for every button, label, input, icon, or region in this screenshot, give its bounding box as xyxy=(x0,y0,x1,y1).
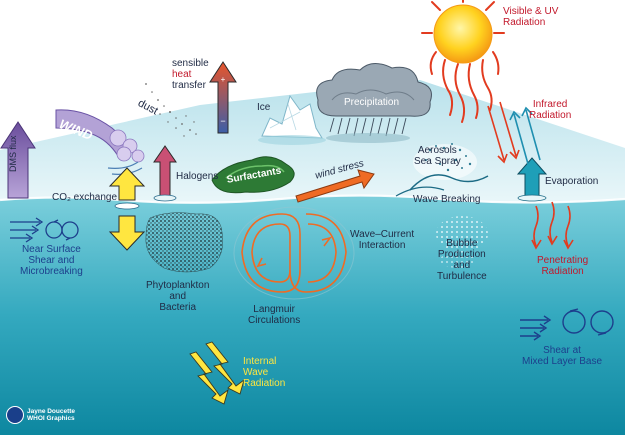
surfactants-highlight xyxy=(225,164,285,179)
co2-exchange-arrow-icon xyxy=(108,167,146,251)
sensible-heat-label: sensible heat transfer xyxy=(172,58,209,91)
near-surface-shear-icon xyxy=(10,217,79,243)
ice-icon xyxy=(258,94,326,145)
evaporation-label: Evaporation xyxy=(545,176,599,187)
internal-wave-arrows-icon xyxy=(189,341,245,405)
halogens-label: Halogens xyxy=(176,171,219,182)
penetrating-radiation-arrows-icon xyxy=(531,201,574,250)
sensible-heat-arrow-icon: + − xyxy=(209,61,237,134)
whoi-logo-icon xyxy=(6,406,24,424)
dust-particles-icon xyxy=(145,83,197,137)
precipitation-cloud-icon xyxy=(316,63,432,143)
dms-flux-label: DMS flux xyxy=(8,135,18,172)
surface-edge-line xyxy=(0,194,625,204)
svg-text:+: + xyxy=(221,75,226,84)
infrared-radiation-arrows-icon xyxy=(487,101,541,165)
dms-flux-arrow-icon xyxy=(0,121,36,199)
langmuir-circulation-icon xyxy=(233,206,355,300)
wind-icon xyxy=(55,109,145,175)
precipitation-label: Precipitation xyxy=(344,97,400,108)
mixed-layer-shear-icon xyxy=(520,308,614,341)
sun-icon xyxy=(421,0,505,123)
phytoplankton-icon xyxy=(145,212,223,273)
evaporation-arrow-icon xyxy=(516,157,548,202)
ice-label: Ice xyxy=(257,102,271,113)
halogens-arrow-icon xyxy=(153,145,177,202)
ocean-volume xyxy=(0,195,625,435)
bubble-cloud-icon xyxy=(436,216,488,268)
svg-text:−: − xyxy=(220,116,225,126)
wave-breaking-label: Wave Breaking xyxy=(413,194,481,205)
sea-spray-icon xyxy=(395,143,489,197)
co2-exchange-label: CO₂ exchange xyxy=(52,192,118,203)
wind-stress-arrow-icon xyxy=(295,169,375,203)
